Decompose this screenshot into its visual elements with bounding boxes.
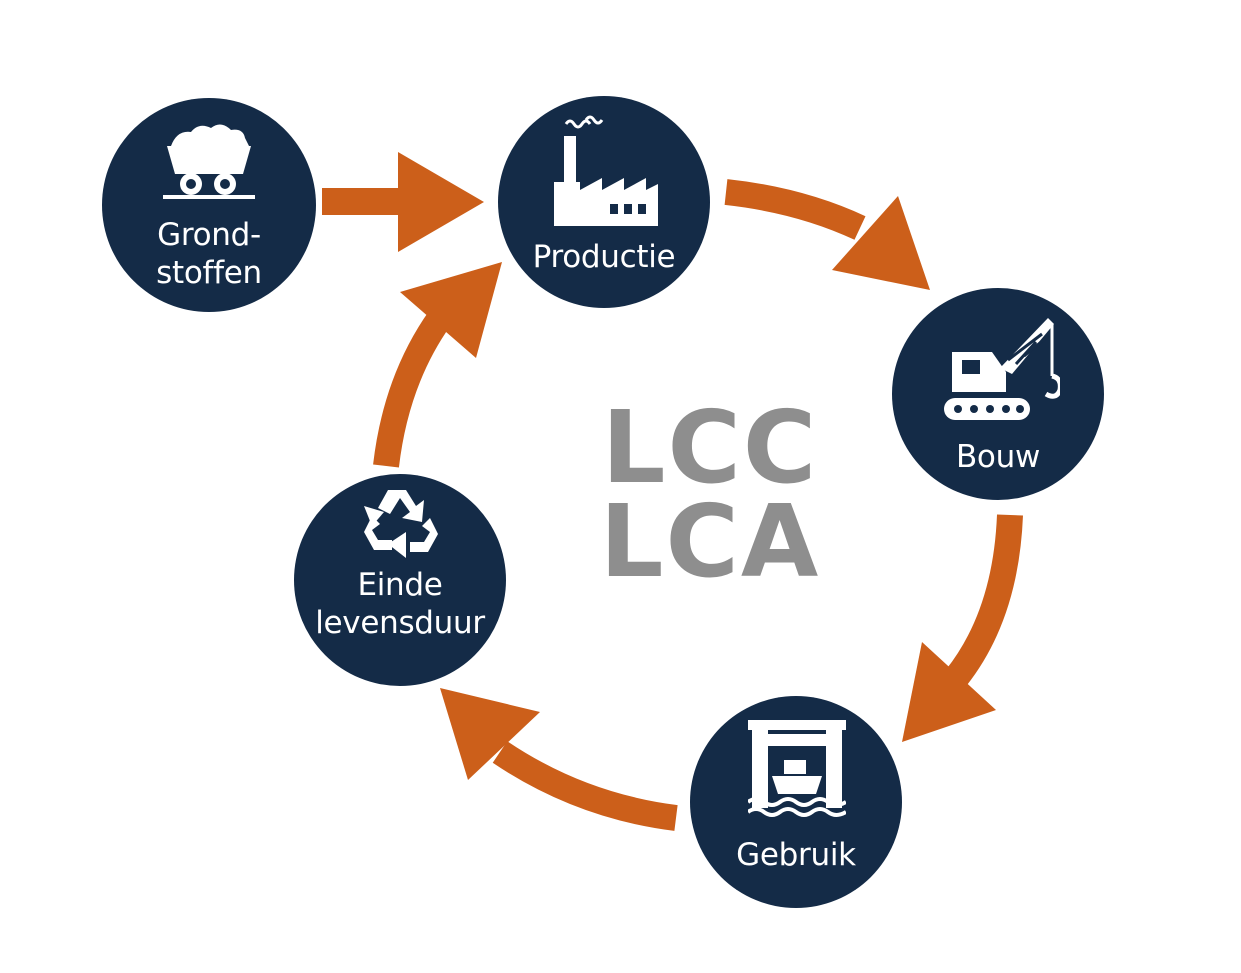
ship-lock-icon	[748, 720, 846, 817]
arrow-bouw-gebruik	[902, 514, 1023, 742]
node-einde-label-line2: levensduur	[315, 605, 485, 641]
crane-icon	[944, 318, 1060, 420]
node-grondstoffen-label-line1: Grond-	[157, 217, 261, 253]
node-einde-label-line1: Einde	[357, 567, 443, 603]
node-grondstoffen-label-line2: stoffen	[156, 255, 262, 291]
node-grondstoffen-label: Grond- stoffen	[102, 216, 316, 292]
node-einde-levensduur: Einde levensduur	[294, 474, 506, 686]
node-grondstoffen: Grond- stoffen	[102, 98, 316, 312]
center-title-lca: LCA	[599, 483, 821, 600]
node-gebruik-label: Gebruik	[690, 836, 902, 874]
node-gebruik: Gebruik	[690, 696, 902, 908]
arrow-einde-productie	[373, 262, 502, 468]
node-bouw: Bouw	[892, 288, 1104, 500]
factory-icon	[554, 115, 658, 226]
node-productie: Productie	[498, 96, 710, 308]
node-gebruik-label-line1: Gebruik	[736, 837, 856, 873]
node-productie-label: Productie	[498, 238, 710, 276]
node-einde-label: Einde levensduur	[294, 566, 506, 642]
arrow-grondstoffen-productie	[322, 152, 484, 252]
node-productie-label-line1: Productie	[532, 239, 676, 275]
center-title-lcc: LCC	[601, 389, 819, 506]
ore-cart-icon	[163, 124, 255, 199]
arrow-gebruik-einde	[440, 688, 678, 831]
arrow-productie-bouw	[724, 179, 930, 290]
node-bouw-label-line1: Bouw	[955, 439, 1041, 475]
recycle-icon	[364, 490, 438, 558]
node-bouw-label: Bouw	[892, 438, 1104, 476]
